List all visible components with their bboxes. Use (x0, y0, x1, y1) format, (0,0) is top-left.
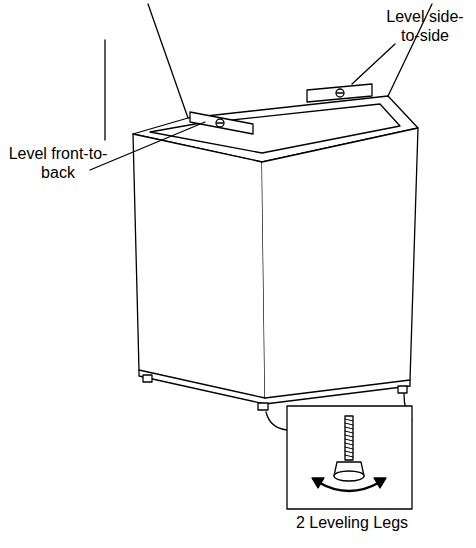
thread-line (345, 423, 353, 425)
leveling-foot (258, 403, 268, 410)
arrow-head (312, 478, 324, 488)
level-bubble (337, 92, 343, 93)
wall-line (104, 40, 105, 140)
thread-line (345, 439, 353, 441)
thread-line (345, 447, 353, 449)
washer-front-face (133, 134, 265, 398)
arrow-head (374, 478, 386, 488)
level-bubble (336, 89, 344, 97)
level-tool (190, 112, 253, 134)
screw-threads (345, 419, 353, 457)
thread-line (345, 431, 353, 433)
thread-line (345, 427, 353, 429)
level-bubble (217, 122, 223, 123)
leg-knob (334, 471, 364, 481)
rotation-arrow (318, 482, 380, 491)
leg-knob (334, 462, 364, 480)
legs-label: 2 Leveling Legs (282, 513, 422, 532)
lid-edge (148, 4, 188, 118)
inset-box (287, 406, 412, 509)
level-label: Level side-to-side (380, 7, 470, 45)
thread-line (345, 451, 353, 453)
level-bubble (216, 119, 224, 127)
leader-line (352, 44, 395, 84)
leveling-foot (398, 386, 407, 393)
leveling-foot (143, 375, 152, 382)
thread-line (345, 419, 353, 421)
washer-side-face (262, 128, 418, 398)
callout-line (266, 412, 287, 430)
washer-base (139, 370, 410, 404)
leg-screw (345, 416, 353, 460)
level-label: Level front-to-back (4, 144, 112, 182)
thread-line (345, 435, 353, 437)
thread-line (345, 455, 353, 457)
thread-line (345, 443, 353, 445)
level-tool (307, 84, 372, 102)
